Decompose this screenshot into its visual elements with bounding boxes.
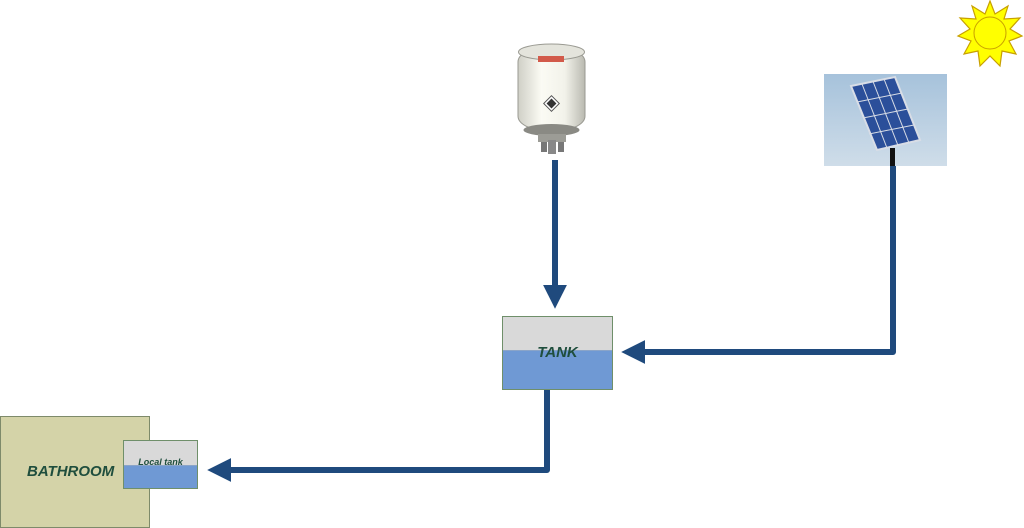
- local-tank: Local tank: [123, 440, 198, 489]
- tank-to-local-tank-pipe: [207, 390, 550, 482]
- main-tank: TANK: [502, 316, 613, 390]
- main-tank-water: [503, 350, 612, 389]
- solar-to-tank-pipe: [621, 160, 896, 364]
- main-tank-label: TANK: [537, 344, 578, 361]
- local-tank-water: [124, 465, 197, 488]
- local-tank-label: Local tank: [138, 457, 183, 467]
- solar-panel-photo: [824, 74, 947, 166]
- solar-panel-icon: [849, 75, 922, 166]
- bathroom-label: BATHROOM: [27, 463, 115, 480]
